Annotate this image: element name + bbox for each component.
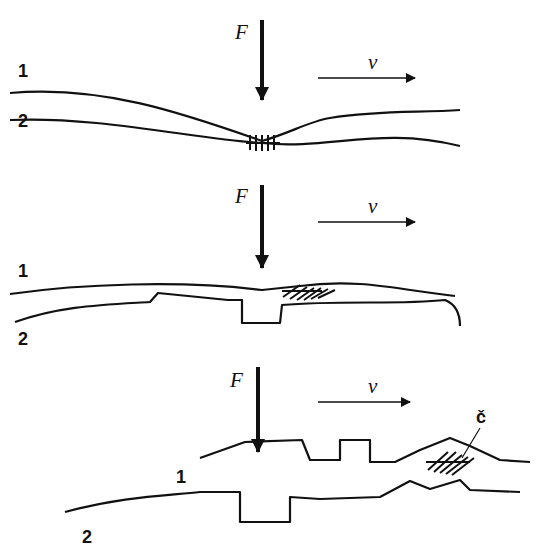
velocity-label: v bbox=[368, 52, 377, 73]
velocity-label: v bbox=[368, 196, 377, 217]
part-number: 1 bbox=[176, 468, 186, 486]
part-number: 1 bbox=[18, 62, 28, 80]
part-number: 2 bbox=[82, 528, 92, 546]
part-number: 2 bbox=[18, 112, 28, 130]
callout-letter: č bbox=[476, 408, 486, 426]
force-label: F bbox=[235, 186, 248, 207]
velocity-label: v bbox=[368, 376, 377, 397]
force-label: F bbox=[235, 22, 248, 43]
part-number: 2 bbox=[18, 330, 28, 348]
force-label: F bbox=[230, 370, 243, 391]
part-number: 1 bbox=[18, 262, 28, 280]
